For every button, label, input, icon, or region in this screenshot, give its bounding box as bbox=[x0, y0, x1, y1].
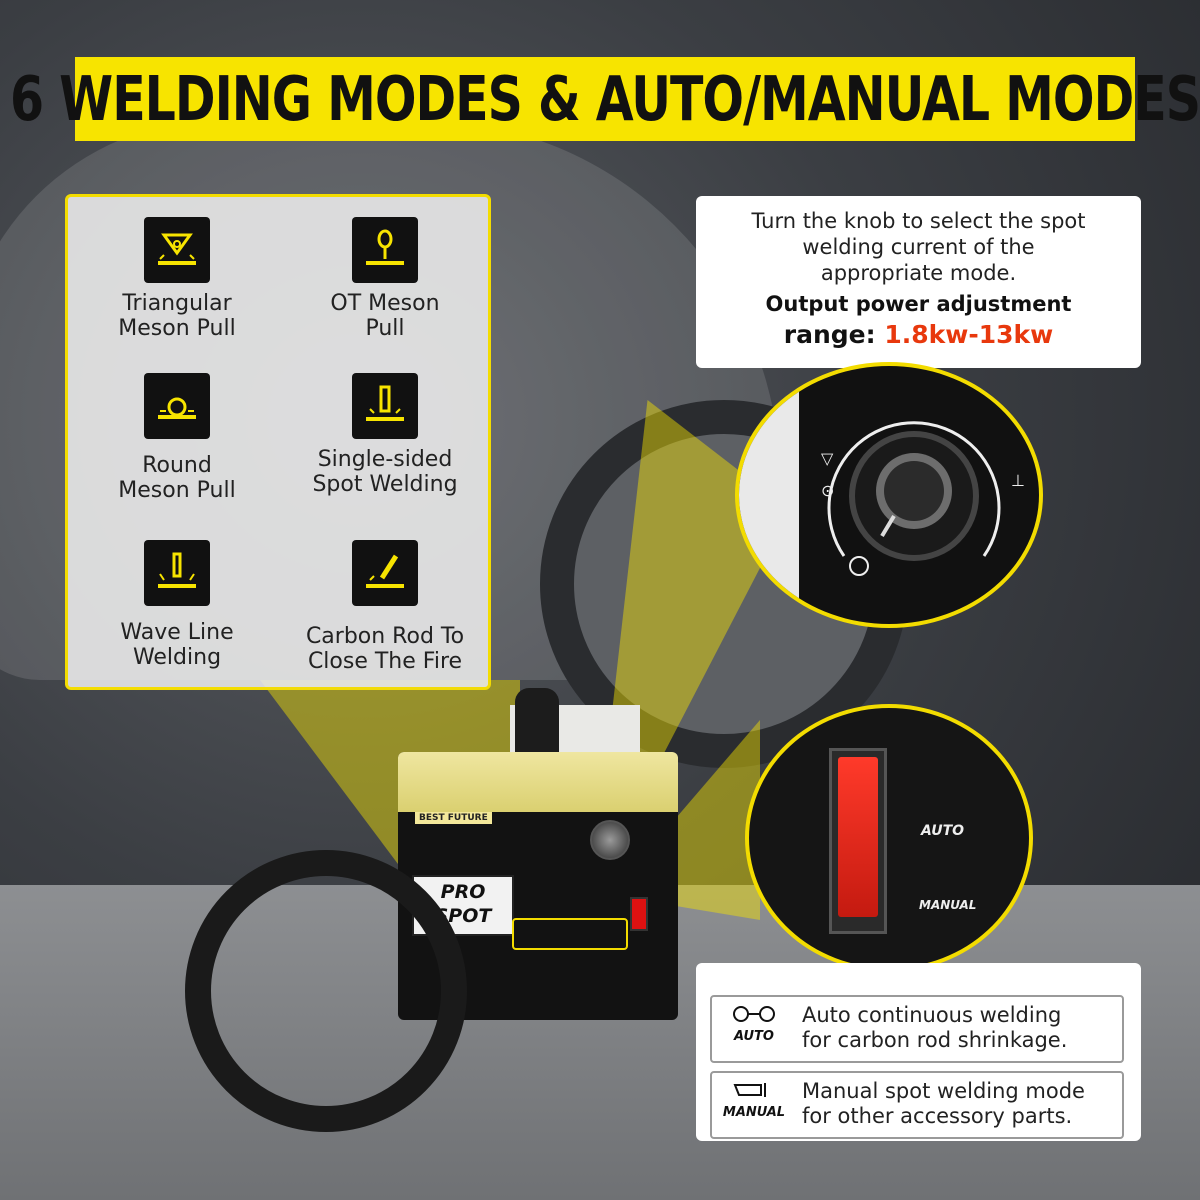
desc-line: Turn the knob to select the spot bbox=[751, 209, 1086, 233]
mode-item: Wave Line Welding bbox=[72, 540, 282, 670]
model-line: PRO bbox=[440, 881, 486, 903]
mode-label: Welding bbox=[132, 645, 222, 670]
title-banner: 6 WELDING MODES & AUTO/MANUAL MODES bbox=[10, 57, 1200, 153]
legend-text: Auto continuous welding for carbon rod s… bbox=[802, 1003, 1067, 1053]
switch-manual-label: MANUAL bbox=[919, 898, 977, 912]
welding-modes-panel: Triangular Meson Pull OT Meson Pull Roun… bbox=[65, 194, 491, 690]
mode-item: Triangular Meson Pull bbox=[72, 217, 282, 341]
machine-brand: BEST FUTURE bbox=[415, 812, 492, 824]
mode-label: Close The Fire bbox=[307, 649, 463, 674]
legend-text: Manual spot welding mode for other acces… bbox=[802, 1079, 1085, 1129]
knob-description: Turn the knob to select the spot welding… bbox=[696, 208, 1141, 286]
desc-line: appropriate mode. bbox=[820, 261, 1017, 285]
machine-switch[interactable] bbox=[630, 897, 648, 931]
legend-auto-row: AUTO Auto continuous welding for carbon … bbox=[710, 995, 1124, 1063]
machine-top-panel bbox=[398, 752, 678, 812]
mode-legend-box: AUTO Auto continuous welding for carbon … bbox=[696, 963, 1141, 1141]
svg-text:⊥: ⊥ bbox=[1011, 471, 1025, 490]
svg-text:▽: ▽ bbox=[821, 449, 834, 468]
switch-auto-label: AUTO bbox=[921, 823, 965, 839]
legend-line: Manual spot welding mode bbox=[802, 1079, 1085, 1103]
output-label: Output power adjustment bbox=[765, 292, 1072, 316]
mode-label: Single-sided bbox=[317, 447, 453, 472]
mode-label: Triangular bbox=[122, 291, 232, 316]
machine-icon-strip bbox=[512, 918, 628, 950]
mode-item: Carbon Rod To Close The Fire bbox=[280, 540, 490, 674]
page-title: 6 WELDING MODES & AUTO/MANUAL MODES bbox=[10, 63, 1200, 135]
mode-label: Carbon Rod To bbox=[305, 624, 465, 649]
mode-label: Meson Pull bbox=[118, 316, 236, 341]
welding-cable bbox=[185, 850, 467, 1132]
auto-icon bbox=[733, 1006, 775, 1022]
range-label: range: bbox=[783, 320, 876, 349]
svg-text:⊙: ⊙ bbox=[821, 481, 834, 500]
knob-info-box: Turn the knob to select the spot welding… bbox=[696, 196, 1141, 368]
auto-symbol: AUTO bbox=[718, 1003, 790, 1044]
range-value: 1.8kw-13kw bbox=[884, 320, 1054, 349]
power-switch[interactable] bbox=[829, 748, 887, 934]
mode-label: Spot Welding bbox=[312, 472, 458, 497]
single-spot-icon bbox=[352, 373, 418, 439]
ot-ring-icon bbox=[352, 217, 418, 283]
legend-caption: AUTO bbox=[734, 1029, 774, 1044]
machine-knob[interactable] bbox=[590, 820, 630, 860]
switch-rocker bbox=[838, 757, 878, 917]
desc-line: welding current of the bbox=[802, 235, 1035, 259]
triangle-spark-icon bbox=[144, 217, 210, 283]
power-range: range: 1.8kw-13kw bbox=[696, 320, 1141, 349]
carbon-rod-icon bbox=[352, 540, 418, 606]
switch-zoom-circle: AUTO MANUAL bbox=[745, 704, 1033, 972]
wave-line-icon bbox=[144, 540, 210, 606]
mode-item: Round Meson Pull bbox=[72, 373, 282, 503]
legend-line: Auto continuous welding bbox=[802, 1003, 1062, 1027]
mode-label: OT Meson bbox=[330, 291, 440, 316]
mode-label: Wave Line bbox=[120, 620, 234, 645]
manual-symbol: MANUAL bbox=[718, 1079, 790, 1120]
round-meson-icon bbox=[144, 373, 210, 439]
legend-line: for carbon rod shrinkage. bbox=[802, 1028, 1068, 1052]
mode-item: OT Meson Pull bbox=[280, 217, 490, 341]
legend-manual-row: MANUAL Manual spot welding mode for othe… bbox=[710, 1071, 1124, 1139]
mode-label: Pull bbox=[365, 316, 405, 341]
knob-zoom-circle: ▽ ⊙ ⊥ bbox=[735, 362, 1043, 628]
manual-hand-icon bbox=[733, 1083, 766, 1097]
mode-item: Single-sided Spot Welding bbox=[280, 373, 490, 497]
mode-label: Round bbox=[142, 453, 212, 478]
legend-caption: MANUAL bbox=[722, 1105, 786, 1120]
mode-label: Meson Pull bbox=[118, 478, 236, 503]
legend-line: for other accessory parts. bbox=[802, 1104, 1073, 1128]
